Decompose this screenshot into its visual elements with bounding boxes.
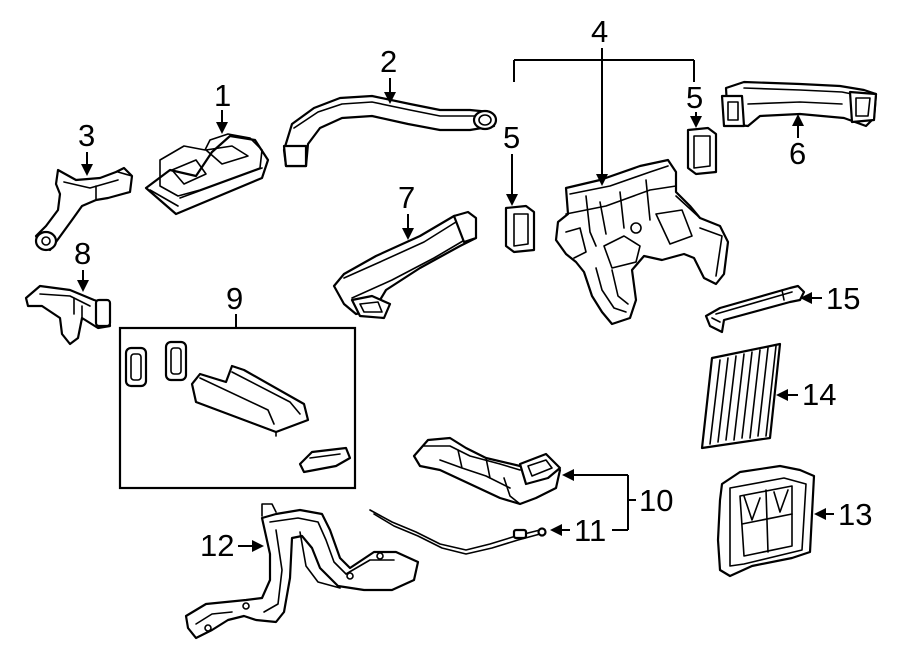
callout-15: 15 [826,281,860,316]
part-15-bracket[interactable] [704,284,806,334]
part-6-rear-duct[interactable] [720,80,878,128]
part-4-hvac-housing[interactable] [554,158,730,326]
callout-8: 8 [74,236,91,271]
leader-3 [81,152,93,176]
callout-10: 10 [639,483,673,518]
callout-5-right: 5 [686,80,703,115]
part-5-seal-right[interactable] [686,126,718,176]
part-9-kit-box [118,326,357,490]
part-14-filter[interactable] [700,342,782,450]
callout-14: 14 [802,377,836,412]
part-7-diagonal-duct[interactable] [332,210,478,320]
part-9-kit-contents[interactable] [124,340,352,474]
leader-12 [238,540,264,552]
leader-5-left [506,154,518,206]
part-5-seal-left[interactable] [504,204,536,254]
callout-2: 2 [380,44,397,79]
leader-8 [77,270,89,292]
callout-3: 3 [78,118,95,153]
leader-7 [402,214,414,240]
callout-11: 11 [574,513,606,548]
leader-6 [792,114,804,138]
leader-11 [550,524,628,536]
callout-12: 12 [200,528,234,563]
leader-10 [562,469,636,530]
callout-1: 1 [214,78,231,113]
part-10-floor-duct[interactable] [412,436,562,506]
part-11-cable[interactable] [369,509,547,555]
leader-2 [384,78,396,104]
leader-15 [800,292,822,304]
callout-5-left: 5 [503,120,520,155]
callout-7: 7 [398,180,415,215]
part-3-left-duct[interactable] [34,166,134,252]
callout-4: 4 [591,14,608,49]
part-13-filter-cover[interactable] [716,464,816,578]
part-2-upper-duct[interactable] [282,94,498,168]
callout-9: 9 [226,281,243,316]
part-12-floor-bracket[interactable] [184,503,420,640]
callout-13: 13 [838,497,872,532]
leader-13 [814,508,834,520]
part-1-center-vent[interactable] [144,133,270,216]
leader-14 [776,389,798,401]
leader-4 [513,48,695,186]
leader-5-right [690,112,702,128]
callout-6: 6 [789,136,806,171]
part-8-side-vent[interactable] [24,284,112,346]
leader-1 [216,110,228,134]
